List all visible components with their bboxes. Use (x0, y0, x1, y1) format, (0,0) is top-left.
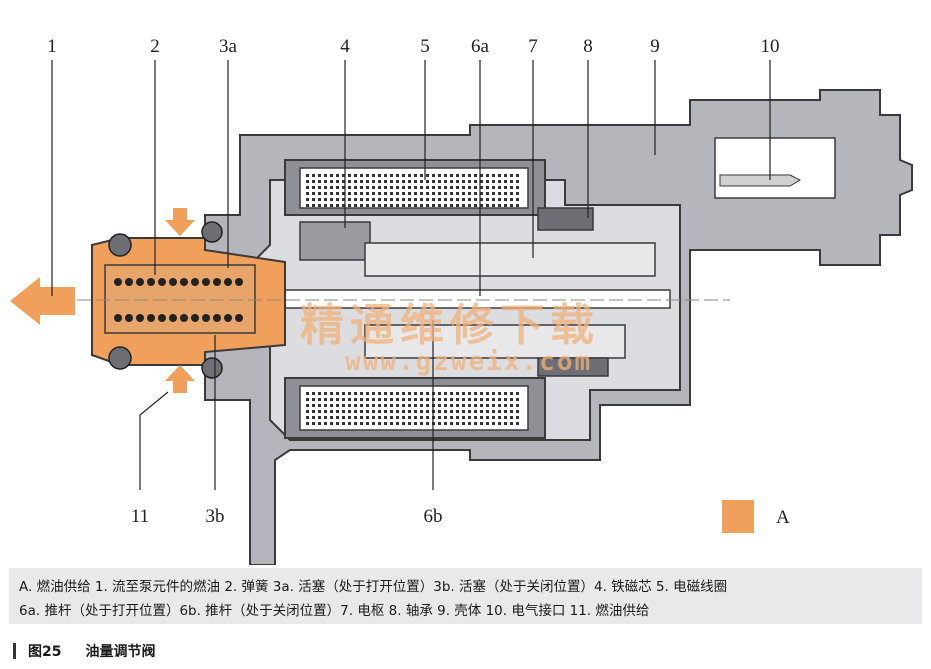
leader-lines (51, 60, 771, 490)
callout-3b: 3b (206, 506, 225, 527)
spring-chamber (104, 264, 256, 334)
figure-name: 油量调节阀 (85, 644, 156, 660)
callout-6b: 6b (424, 506, 443, 527)
o-ring-top-right (201, 221, 223, 243)
ferromagnetic-core (299, 221, 371, 261)
valve-diagram: 1 2 3a 4 5 6a 7 8 9 10 11 3b 6b A 精通维修下载… (10, 36, 913, 565)
caption-line-2: 6a. 推杆（处于打开位置）6b. 推杆（处于关闭位置）7. 电枢 8. 轴承 … (19, 603, 650, 619)
caption-line-1: A. 燃油供给 1. 流至泵元件的燃油 2. 弹簧 3a. 活塞（处于打开位置）… (19, 579, 728, 595)
electrical-connector (714, 137, 836, 199)
coil-windings (306, 174, 519, 425)
outflow-arrow (10, 277, 75, 325)
callout-5: 5 (420, 36, 430, 57)
callout-6a: 6a (471, 36, 490, 57)
callout-2: 2 (150, 36, 160, 57)
callout-9: 9 (650, 36, 660, 57)
bearing-top (537, 207, 594, 231)
callout-10: 10 (761, 36, 780, 57)
callout-3a: 3a (219, 36, 238, 57)
armature (364, 242, 656, 277)
figure-caption: A. 燃油供给 1. 流至泵元件的燃油 2. 弹簧 3a. 活塞（处于打开位置）… (9, 568, 922, 624)
legend-label: A (776, 507, 790, 528)
watermark-text: 精通维修下载 (300, 300, 600, 351)
fuel-flow-arrows (10, 208, 195, 393)
o-ring-top-left (108, 233, 132, 257)
callout-labels: 1 2 3a 4 5 6a 7 8 9 10 11 3b 6b (47, 36, 779, 527)
bearing-bottom (537, 357, 609, 377)
figure-title: 图25 油量调节阀 (13, 640, 155, 662)
inflow-arrow-bottom (165, 365, 195, 393)
callout-7: 7 (528, 36, 538, 57)
o-ring-bottom-left (108, 346, 132, 370)
figure-number: 图25 (28, 644, 62, 660)
callout-8: 8 (583, 36, 593, 57)
callout-1: 1 (47, 36, 57, 57)
title-bar (13, 643, 16, 659)
callout-4: 4 (340, 36, 350, 57)
legend: A (722, 500, 790, 533)
armature-lower (364, 324, 626, 359)
watermark-url: www.gzweix.com (345, 347, 592, 377)
valve-body (20, 89, 913, 565)
watermark: 精通维修下载 www.gzweix.com (300, 300, 600, 377)
callout-11: 11 (131, 506, 149, 527)
fuel-inlet-housing (91, 221, 286, 379)
legend-swatch (722, 500, 754, 533)
spring (114, 278, 243, 322)
o-ring-bottom-right (201, 357, 223, 379)
inflow-arrow-top (165, 208, 195, 236)
